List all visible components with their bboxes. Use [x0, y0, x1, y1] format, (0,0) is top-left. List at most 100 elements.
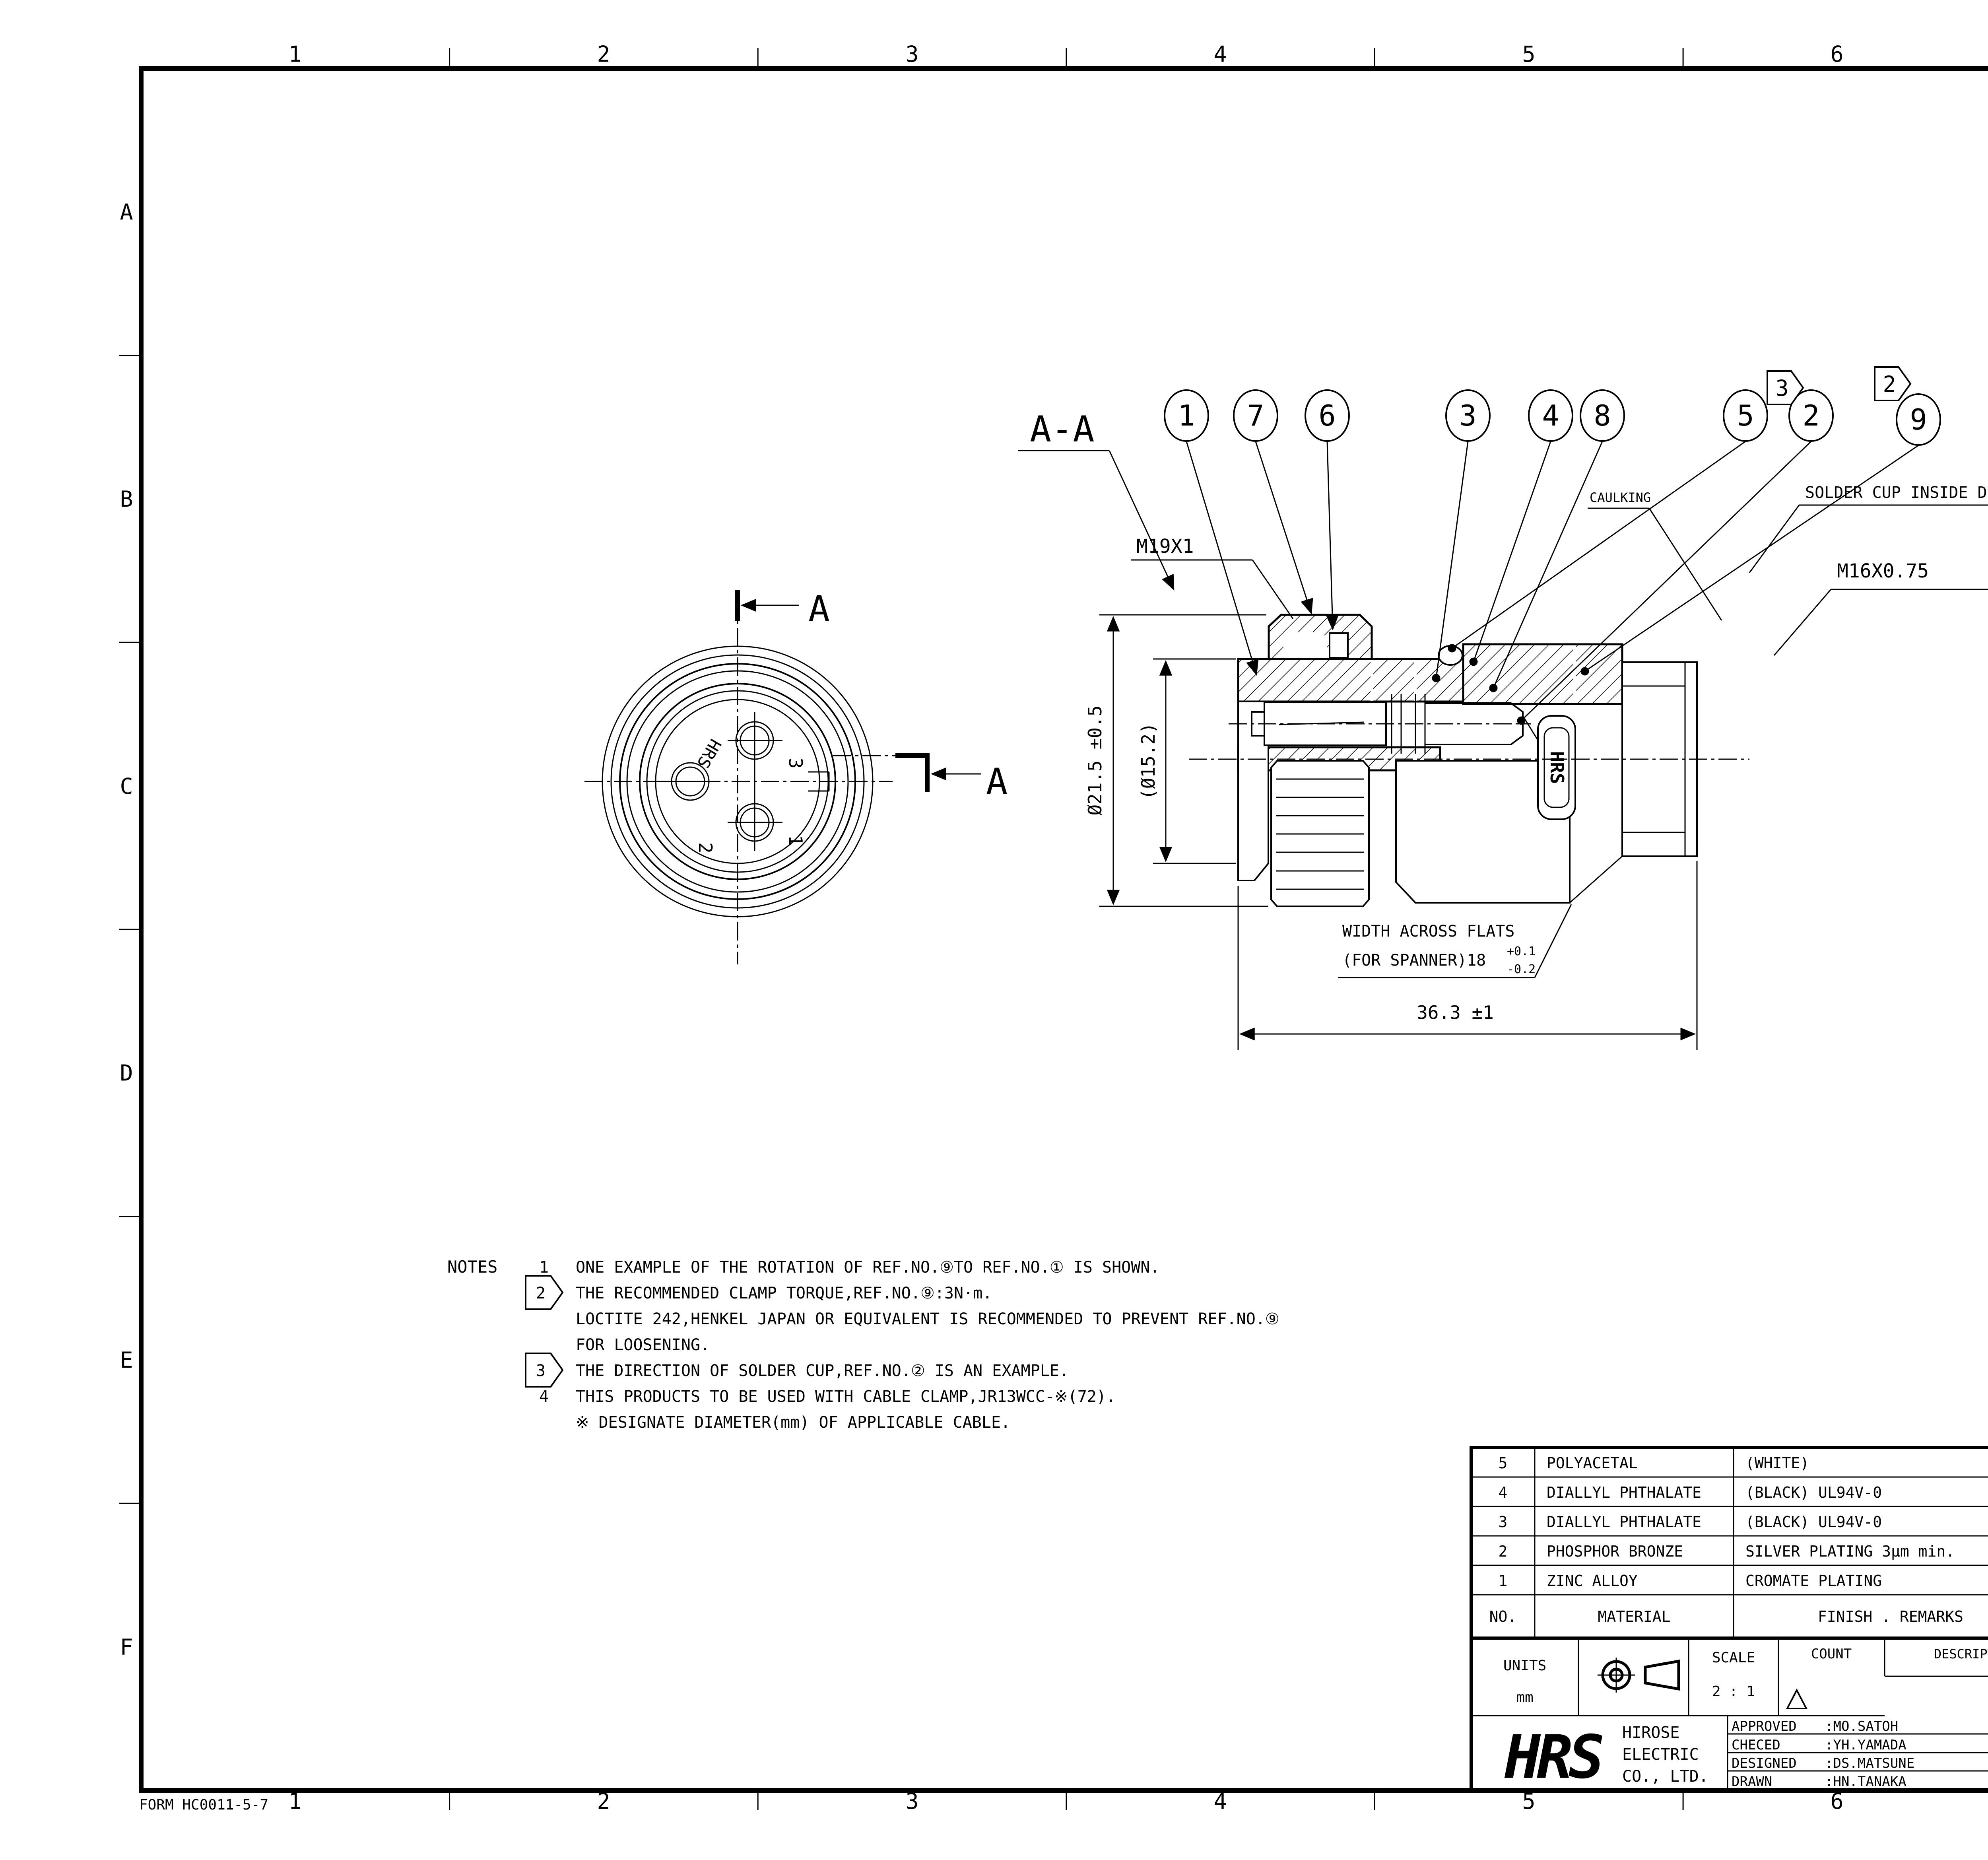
note-text: THE DIRECTION OF SOLDER CUP,REF.NO.② IS … — [576, 1362, 1069, 1380]
note-marker: 1 — [539, 1258, 549, 1277]
col-label: 1 — [288, 41, 301, 67]
balloon-text: 2 — [1802, 399, 1819, 432]
company-line: ELECTRIC — [1622, 1745, 1699, 1764]
m16-text: M16X0.75 — [1837, 560, 1929, 582]
front-view: 3 1 2 HRS A A — [584, 588, 1008, 964]
material-rows: 5 POLYACETAL (WHITE) 4 DIALLYL PHTHALATE… — [1499, 1454, 1955, 1590]
row-label: B — [120, 486, 133, 512]
balloon-text: 3 — [1459, 399, 1476, 432]
waf-minus: -0.2 — [1507, 962, 1536, 976]
cell: SILVER PLATING 3µm min. — [1745, 1543, 1955, 1560]
note-marker: 4 — [539, 1388, 549, 1406]
balloon-7: 7 — [1233, 389, 1278, 442]
balloon-text: 8 — [1594, 399, 1611, 432]
hrs-plate-text: HRS — [1546, 751, 1568, 784]
projection-symbol — [1598, 1658, 1680, 1693]
balloon-9: 9 — [1896, 393, 1941, 446]
dim-length: 36.3 ±1 — [1237, 861, 1698, 1050]
balloon-2: 2 — [1788, 389, 1834, 442]
section-title-text: A-A — [1030, 408, 1095, 450]
waf-line2: (FOR SPANNER)18 — [1342, 951, 1486, 970]
cutting-plane-top: A — [735, 588, 830, 630]
cell: CROMATE PLATING — [1745, 1572, 1882, 1590]
count-label: COUNT — [1811, 1646, 1852, 1662]
header-cell: MATERIAL — [1598, 1608, 1670, 1625]
cutting-plane-right: A — [833, 753, 1008, 803]
cell: (WHITE) — [1745, 1454, 1809, 1472]
contact-holes — [661, 712, 782, 851]
section-view: A-A — [1018, 408, 1749, 907]
note-text: LOCTITE 242,HENKEL JAPAN OR EQUIVALENT I… — [576, 1310, 1279, 1328]
approval-role: CHECED — [1732, 1737, 1780, 1753]
balloon-text: 1 — [1178, 399, 1195, 432]
header-cell: FINISH . REMARKS — [1818, 1608, 1963, 1625]
cell: POLYACETAL — [1547, 1454, 1638, 1472]
header-cell: NO. — [1489, 1608, 1517, 1625]
waf-plus: +0.1 — [1507, 945, 1536, 958]
grid-labels: 1 2 3 4 5 6 7 8 1 2 3 4 5 6 7 8 A B C D … — [120, 41, 1843, 1814]
approval-name: :MO.SATOH — [1825, 1718, 1898, 1734]
cell: 1 — [1499, 1572, 1508, 1590]
col-label: 5 — [1522, 41, 1535, 67]
approval-name: :HN.TANAKA — [1825, 1774, 1906, 1790]
company-line: HIROSE — [1622, 1724, 1680, 1742]
section-arrow-label: A — [808, 588, 830, 630]
note-flag — [525, 1353, 564, 1388]
dim-outer-dia: Ø21.5 ±0.5 — [1084, 614, 1268, 907]
row-label: C — [120, 774, 133, 799]
body-section-upper — [1462, 643, 1623, 705]
dim-width-across-flats: WIDTH ACROSS FLATS (FOR SPANNER)18 +0.1 … — [1338, 904, 1572, 978]
contact-label: 3 — [785, 758, 806, 769]
callout-caulking: CAULKING — [1588, 490, 1722, 621]
col-label: 2 — [597, 1788, 610, 1814]
balloon-text: 4 — [1542, 399, 1559, 432]
cell: 4 — [1499, 1484, 1508, 1501]
revisions-label: DESCRIPTION OF REVISIONS — [1934, 1646, 1988, 1662]
notes-title: NOTES — [447, 1257, 497, 1277]
balloon-1: 1 — [1164, 389, 1209, 442]
note-flag — [525, 1275, 564, 1310]
solder-cup-text: SOLDER CUP INSIDE DIA.(Ø2.8) — [1805, 484, 1988, 502]
notes: NOTES 1 ONE EXAMPLE OF THE ROTATION OF R… — [447, 1257, 1279, 1432]
section-title: A-A — [1018, 408, 1175, 591]
balloon-6: 6 — [1305, 389, 1350, 442]
note-text: ※ DESIGNATE DIAMETER(mm) OF APPLICABLE C… — [576, 1413, 1010, 1432]
balloons: 1 7 6 3 4 8 5 2 — [1164, 366, 1941, 725]
cell: PHOSPHOR BRONZE — [1547, 1543, 1683, 1560]
approval-name: :YH.YAMADA — [1825, 1737, 1906, 1753]
cell: ZINC ALLOY — [1547, 1572, 1638, 1590]
approval-role: APPROVED — [1732, 1718, 1797, 1734]
flag-text: 3 — [1775, 375, 1788, 401]
col-label: 3 — [905, 1788, 918, 1814]
approval-role: DRAWN — [1732, 1774, 1772, 1790]
note-marker: 3 — [536, 1362, 546, 1380]
row-label: D — [120, 1060, 133, 1086]
cell: 2 — [1499, 1543, 1508, 1560]
flag-3: 3 — [1767, 370, 1804, 405]
balloon-8: 8 — [1580, 389, 1625, 442]
scale-label: SCALE — [1712, 1650, 1755, 1666]
knurl-lines — [1276, 778, 1364, 890]
clamp-nut-wall — [1237, 701, 1269, 881]
sheet-border: 1 2 3 4 5 6 7 8 1 2 3 4 5 6 7 8 A B C D … — [119, 41, 1988, 1814]
cell: 5 — [1499, 1454, 1508, 1472]
balloon-4: 4 — [1528, 389, 1573, 442]
hrs-logo: HRS — [1505, 1723, 1603, 1792]
flag-text: 2 — [1883, 371, 1896, 397]
cell: (BLACK) UL94V-0 — [1745, 1513, 1882, 1531]
col-label: 2 — [597, 41, 610, 67]
approvals: APPROVED :MO.SATOH 07.12.27 CHECED :YH.Y… — [1732, 1718, 1914, 1790]
balloon-text: 9 — [1910, 403, 1927, 436]
hrs-logo-plate: HRS — [1537, 715, 1576, 820]
m19-text: M19X1 — [1136, 535, 1194, 558]
form-number: FORM HC0011-5-7 — [139, 1797, 268, 1813]
contact-label: 2 — [695, 842, 716, 853]
flag-2: 2 — [1874, 366, 1912, 401]
shell-section-upper — [1237, 658, 1464, 703]
cell: DIALLYL PHTHALATE — [1547, 1513, 1701, 1531]
revision-triangle — [1786, 1688, 1808, 1709]
balloon-text: 5 — [1737, 399, 1754, 432]
dim-length-text: 36.3 ±1 — [1417, 1002, 1494, 1023]
cell: 3 — [1499, 1513, 1508, 1531]
title-block: UNITS mm SCALE 2 : 1 COUNT DESCRIPTION O… — [1470, 1636, 1988, 1792]
